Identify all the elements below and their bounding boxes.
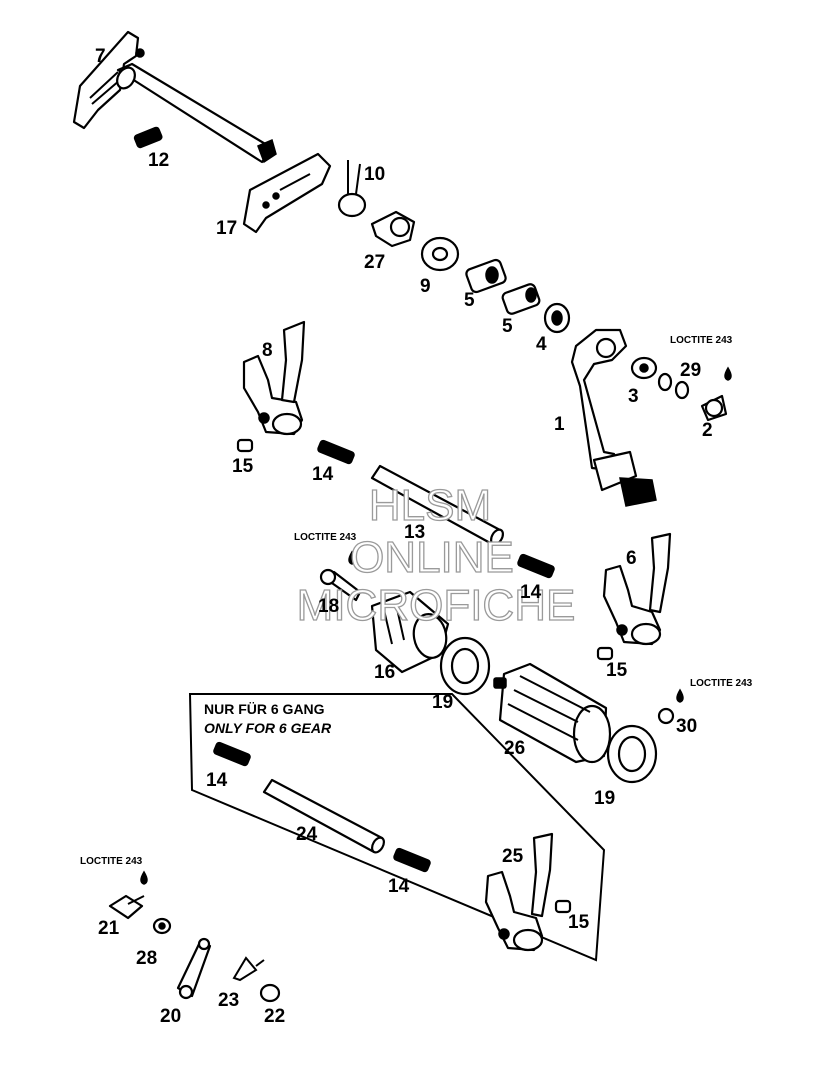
loctite-label-c: LOCTITE 243 xyxy=(690,678,753,689)
label-27: 27 xyxy=(364,252,385,273)
seal-ring-part-4 xyxy=(543,302,571,334)
loctite-drop-d xyxy=(140,870,148,885)
washer-part-28 xyxy=(152,917,172,935)
label-14b: 14 xyxy=(520,582,542,603)
loctite-drop-c xyxy=(676,688,684,703)
label-15b: 15 xyxy=(606,660,628,681)
spring-clip-part-10 xyxy=(337,160,367,218)
spring-part-14c xyxy=(213,741,251,767)
ring-part-19a xyxy=(439,636,491,696)
label-21: 21 xyxy=(98,918,120,939)
guide-part-27 xyxy=(370,210,416,248)
label-2: 2 xyxy=(702,420,713,441)
watermark: HLSM ONLINE MICROFICHE xyxy=(296,480,576,630)
label-16: 16 xyxy=(374,662,395,683)
label-5b: 5 xyxy=(502,316,513,337)
roller-part-22 xyxy=(259,983,281,1003)
shift-drum-part-26 xyxy=(493,662,612,764)
label-25: 25 xyxy=(502,846,524,867)
shift-plate-part-17 xyxy=(242,152,332,234)
label-15c: 15 xyxy=(568,912,590,933)
screw-part-30 xyxy=(657,707,675,725)
washer-part-9 xyxy=(420,236,460,272)
label-10: 10 xyxy=(364,164,385,185)
lock-washer-part-29 xyxy=(657,372,690,400)
label-22: 22 xyxy=(264,1006,285,1027)
bushing-part-5b xyxy=(501,283,541,315)
pin-part-15b xyxy=(596,646,614,661)
spring-part-14d xyxy=(393,847,431,873)
washer-part-3 xyxy=(630,356,658,380)
label-6: 6 xyxy=(626,548,637,569)
six-gear-note-box xyxy=(188,693,606,962)
label-20: 20 xyxy=(160,1006,181,1027)
pin-part-15a xyxy=(236,438,254,453)
watermark-line-3: MICROFICHE xyxy=(297,581,576,630)
label-30: 30 xyxy=(676,716,697,737)
note-line-1: NUR FÜR 6 GANG xyxy=(204,701,325,717)
spring-part-12 xyxy=(133,126,163,149)
label-9: 9 xyxy=(420,276,431,297)
label-14a: 14 xyxy=(312,464,334,485)
label-8: 8 xyxy=(262,340,273,361)
shaft-part-24 xyxy=(262,778,385,854)
loctite-drop-a xyxy=(724,366,732,381)
label-28: 28 xyxy=(136,948,157,969)
shift-fork-part-8 xyxy=(242,320,306,436)
label-3: 3 xyxy=(628,386,639,407)
shift-lever-part-1 xyxy=(570,328,657,507)
shift-fork-part-6 xyxy=(602,532,672,646)
label-19a: 19 xyxy=(432,692,453,713)
ring-part-19b xyxy=(606,724,658,784)
bolt-part-2 xyxy=(700,394,728,422)
pin-part-15c xyxy=(554,899,572,914)
label-14c: 14 xyxy=(206,770,228,791)
shift-shaft-part-7 xyxy=(72,30,277,164)
label-1: 1 xyxy=(554,414,565,435)
shift-drum-locating-part-16 xyxy=(370,590,450,674)
shift-fork-part-25 xyxy=(484,832,554,952)
watermark-line-1: HLSM xyxy=(369,481,491,530)
label-13: 13 xyxy=(404,522,425,543)
lever-part-20 xyxy=(176,937,212,1000)
note-line-2: ONLY FOR 6 GEAR xyxy=(204,720,332,736)
bolt-part-21 xyxy=(108,894,145,920)
label-12: 12 xyxy=(148,150,169,171)
spring-part-14b xyxy=(517,553,555,579)
spring-part-14a xyxy=(317,439,355,465)
label-4: 4 xyxy=(536,334,547,355)
label-29: 29 xyxy=(680,360,701,381)
label-7: 7 xyxy=(95,46,106,67)
label-19b: 19 xyxy=(594,788,615,809)
bushing-part-5a xyxy=(465,258,507,294)
label-23: 23 xyxy=(218,990,239,1011)
label-5a: 5 xyxy=(464,290,475,311)
label-17: 17 xyxy=(216,218,237,239)
loctite-label-b: LOCTITE 243 xyxy=(294,532,357,543)
loctite-label-d: LOCTITE 243 xyxy=(80,856,143,867)
label-15a: 15 xyxy=(232,456,254,477)
loctite-label-a: LOCTITE 243 xyxy=(670,335,733,346)
label-24: 24 xyxy=(296,824,318,845)
watermark-line-2: ONLINE xyxy=(350,533,514,582)
loctite-drop-b xyxy=(348,550,356,565)
label-18: 18 xyxy=(318,596,339,617)
label-14d: 14 xyxy=(388,876,410,897)
label-26: 26 xyxy=(504,738,525,759)
shaft-part-13 xyxy=(370,464,504,546)
spring-part-23 xyxy=(232,956,265,982)
screw-part-18 xyxy=(319,568,362,602)
